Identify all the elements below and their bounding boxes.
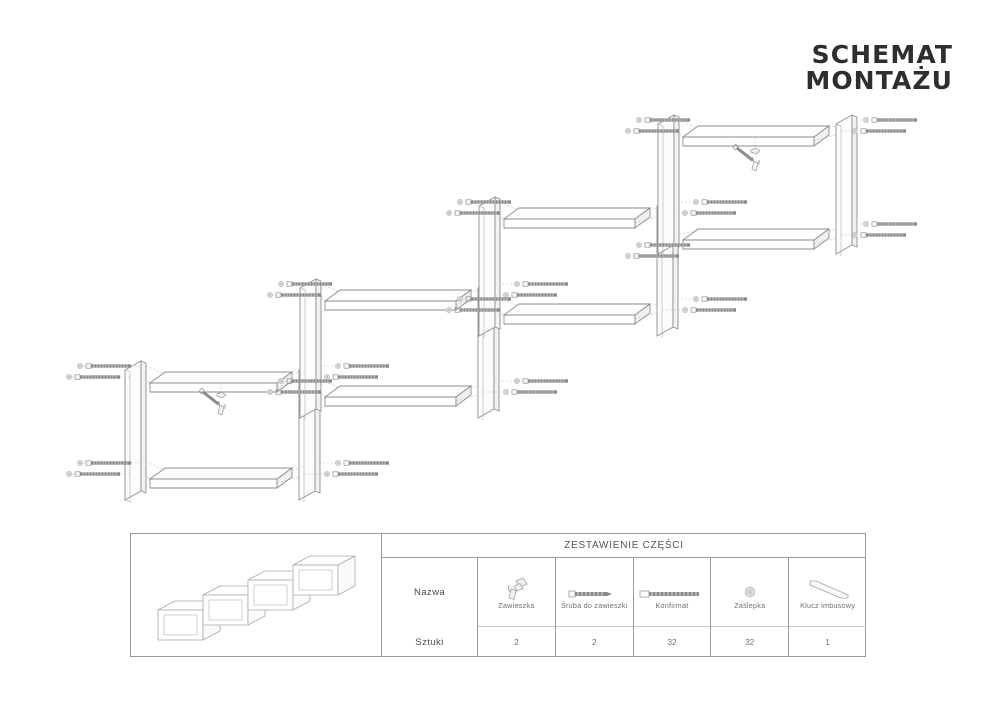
page-title: SCHEMAT MONTAŻU: [805, 42, 953, 93]
part-name-sruba-do-zawieszki: Śruba do zawieszki: [560, 601, 628, 611]
shelf-bottom-4: [681, 228, 831, 250]
shelf-bottom-3: [502, 303, 652, 325]
confirmat-screw-icon: [638, 574, 706, 600]
part-name-zawieszka: Zawieszka: [498, 601, 535, 611]
part-cell-klucz-imbusowy: Klucz imbusowy: [789, 558, 866, 627]
part-qty-cell-zaslepka: 32: [711, 627, 788, 657]
assembly-guides-module-2: [320, 283, 479, 402]
assembly-guides-module-4: [678, 119, 837, 245]
part-cell-konfirmat: Konfirmat: [633, 558, 711, 627]
product-thumbnail: [130, 533, 381, 655]
parts-table-grid: Nazwa Sztuki: [381, 558, 866, 657]
shelf-top-2: [323, 289, 473, 311]
short-screw-icon: [565, 574, 623, 600]
part-name-zaslepka: Zaślepka: [734, 601, 766, 611]
part-column-zaslepka: Zaślepka 32: [711, 558, 790, 657]
parts-table-header-label: ZESTAWIENIE CZĘŚCI: [564, 539, 684, 551]
assembly-guides-module-3: [499, 201, 658, 320]
thumb-cube-4: [292, 555, 356, 596]
module-3-upper-middle: [446, 196, 747, 338]
hanger-bracket-icon: [503, 574, 529, 601]
row-label-column: Nazwa Sztuki: [382, 558, 478, 657]
row-label-name: Nazwa: [413, 586, 446, 598]
row-label-qty-cell: Sztuki: [382, 627, 477, 657]
shelf-bottom-2: [323, 385, 473, 407]
parts-table-border: [130, 533, 866, 657]
fastener-callouts-module-2-left: [267, 281, 332, 394]
title-line-2: MONTAŻU: [805, 65, 953, 95]
part-cell-zawieszka: Zawieszka: [478, 558, 555, 627]
exploded-assembly-diagram: [0, 114, 995, 503]
shelf-top-3: [502, 207, 652, 229]
shelf-top-1: [148, 371, 294, 393]
part-qty-cell-konfirmat: 32: [634, 627, 711, 657]
part-qty-cell-klucz-imbusowy: 1: [789, 627, 866, 657]
part-column-konfirmat: Konfirmat 32: [633, 558, 712, 657]
allen-key-icon: [805, 574, 851, 600]
side-panel-right-4: [835, 114, 858, 256]
parts-table-body: ZESTAWIENIE CZĘŚCI Nazwa Sztuki: [381, 533, 866, 657]
part-cell-zaslepka: Zaślepka: [711, 558, 789, 627]
part-column-klucz-imbusowy: Klucz imbusowy 1: [789, 558, 866, 657]
part-qty-klucz-imbusowy: 1: [825, 637, 830, 647]
fastener-callouts-module-4-left: [625, 117, 690, 258]
side-panel-left-4: [657, 114, 680, 256]
title-line-1: SCHEMAT: [811, 40, 953, 69]
side-panel-left-2: [299, 278, 322, 420]
part-qty-sruba-do-zawieszki: 2: [591, 637, 597, 647]
part-cell-sruba-do-zawieszki: Śruba do zawieszki: [555, 558, 633, 627]
cap-cover-icon: [741, 574, 759, 600]
shelf-bottom-1: [148, 467, 294, 489]
part-qty-zawieszka: 2: [514, 637, 519, 647]
shelf-top-4: [681, 125, 831, 147]
module-4-top-right: [625, 114, 917, 259]
part-qty-zaslepka: 32: [745, 637, 755, 647]
part-qty-cell-zawieszka: 2: [478, 627, 555, 657]
part-column-zawieszka: Zawieszka 2: [478, 558, 556, 657]
parts-table-header: ZESTAWIENIE CZĘŚCI: [381, 533, 866, 558]
part-name-klucz-imbusowy: Klucz imbusowy: [800, 601, 856, 611]
part-qty-cell-sruba-do-zawieszki: 2: [556, 627, 633, 657]
row-label-quantity: Sztuki: [415, 636, 444, 648]
fastener-callouts-module-1-left: [66, 363, 141, 476]
module-2-lower-middle: [267, 278, 568, 420]
module-1-bottom-left: [66, 360, 389, 503]
hanger-assembly-4: [732, 137, 761, 172]
assembly-guides-module-1: [145, 365, 300, 484]
hanger-assembly-1: [198, 383, 227, 416]
part-column-sruba-do-zawieszki: Śruba do zawieszki 2: [555, 558, 634, 657]
side-panel-left-3: [478, 196, 501, 338]
row-label-name-cell: Nazwa: [382, 558, 477, 627]
fastener-callouts-module-3-left: [446, 199, 511, 312]
side-panel-left-1: [124, 360, 147, 503]
part-qty-konfirmat: 32: [667, 637, 677, 647]
parts-table: ZESTAWIENIE CZĘŚCI Nazwa Sztuki: [130, 533, 866, 657]
part-name-konfirmat: Konfirmat: [655, 601, 689, 611]
